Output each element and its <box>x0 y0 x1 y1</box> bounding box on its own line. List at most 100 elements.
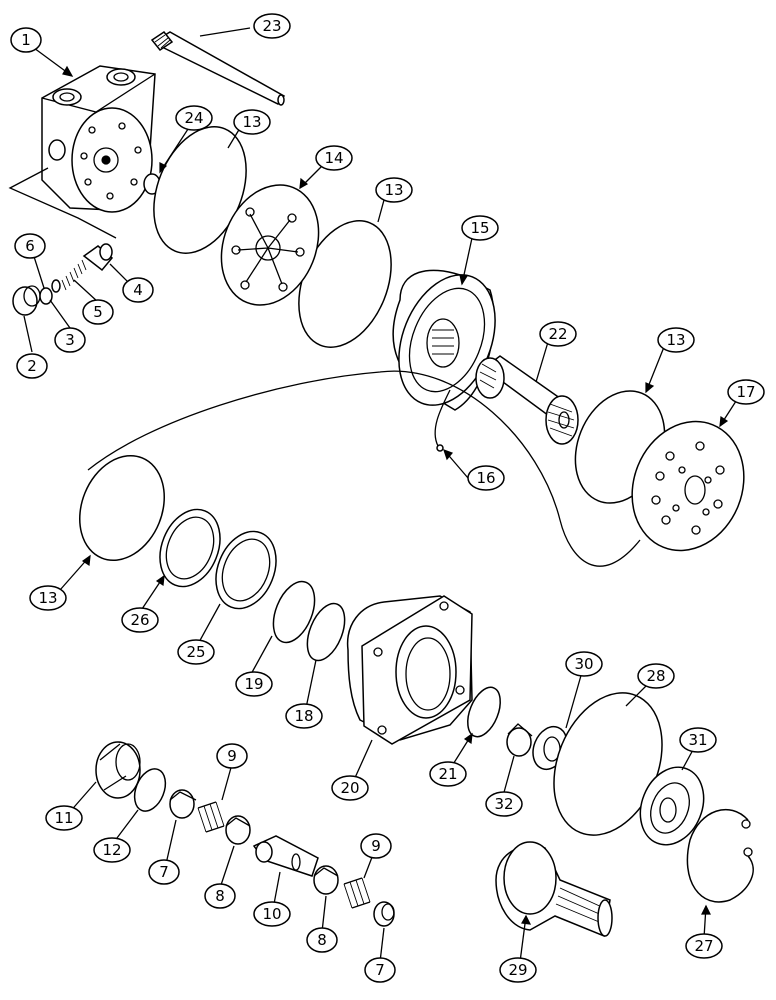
callout-27: 27 <box>685 933 723 959</box>
callout-24-label: 24 <box>184 109 203 127</box>
part-output-shaft <box>495 841 613 938</box>
callout-13a-label: 13 <box>242 113 261 131</box>
part-seal-ring-d <box>79 454 165 562</box>
callout-13a: 13 <box>233 109 271 135</box>
callout-9a: 9 <box>216 743 248 769</box>
callouts: 1 2 3 4 5 6 7 7 8 8 9 9 10 11 12 13 13 1… <box>10 13 765 983</box>
callout-5-label: 5 <box>93 303 103 321</box>
part-bearing <box>639 766 705 846</box>
part-quad-ring <box>306 602 346 662</box>
part-relief-washer <box>39 287 53 305</box>
callout-25: 25 <box>177 639 215 665</box>
part-spool <box>252 835 319 877</box>
callout-32: 32 <box>485 791 523 817</box>
callout-21-label: 21 <box>438 765 457 783</box>
callout-8b: 8 <box>306 927 338 953</box>
callout-28: 28 <box>637 663 675 689</box>
part-relief-o-ring <box>51 279 61 293</box>
callout-4-label: 4 <box>133 281 143 299</box>
callout-29-label: 29 <box>508 961 527 979</box>
callout-18-label: 18 <box>294 707 313 725</box>
part-seal-ring-a <box>153 126 247 254</box>
callout-12-label: 12 <box>102 841 121 859</box>
callout-3: 3 <box>54 327 86 353</box>
callout-13c: 13 <box>657 327 695 353</box>
callout-19-label: 19 <box>244 675 263 693</box>
callout-16-label: 16 <box>476 469 495 487</box>
callout-14-label: 14 <box>324 149 343 167</box>
callout-24: 24 <box>175 105 213 131</box>
callout-31-label: 31 <box>688 731 707 749</box>
part-roller-pin <box>436 444 444 452</box>
part-shim-washer <box>215 530 277 610</box>
part-spring-cup-b <box>373 901 395 927</box>
callout-13d: 13 <box>29 585 67 611</box>
callout-22: 22 <box>539 321 577 347</box>
callout-25-label: 25 <box>186 643 205 661</box>
callout-17-label: 17 <box>736 383 755 401</box>
part-end-plug <box>95 741 141 799</box>
part-spring-b <box>343 877 371 909</box>
callout-31: 31 <box>679 727 717 753</box>
callout-9b: 9 <box>360 833 392 859</box>
callout-5: 5 <box>82 299 114 325</box>
callout-12: 12 <box>93 837 131 863</box>
callout-30-label: 30 <box>574 655 593 673</box>
roller-lead-line <box>434 389 451 447</box>
callout-13b-label: 13 <box>384 181 403 199</box>
callout-26-label: 26 <box>130 611 149 629</box>
callout-2: 2 <box>16 353 48 379</box>
callout-20: 20 <box>331 775 369 801</box>
callout-9a-label: 9 <box>227 747 237 765</box>
part-end-plate <box>631 420 745 552</box>
part-relief-spring <box>61 259 87 291</box>
part-relief-poppet <box>82 243 114 272</box>
callout-18: 18 <box>285 703 323 729</box>
callout-17: 17 <box>727 379 765 405</box>
part-gerotor-set <box>392 269 496 411</box>
callout-29: 29 <box>499 957 537 983</box>
callout-23-label: 23 <box>262 17 281 35</box>
callout-27-label: 27 <box>694 937 713 955</box>
callout-28-label: 28 <box>646 667 665 685</box>
callout-32-label: 32 <box>494 795 513 813</box>
callout-4: 4 <box>122 277 154 303</box>
part-plug-o-ring <box>133 768 167 812</box>
callout-10: 10 <box>253 901 291 927</box>
callout-11-label: 11 <box>54 809 73 827</box>
part-bushing-b <box>313 865 339 895</box>
callout-1: 1 <box>10 27 42 53</box>
callout-7b-label: 7 <box>375 961 385 979</box>
part-spring-cup-a <box>169 789 197 819</box>
callout-2-label: 2 <box>27 357 37 375</box>
callout-10-label: 10 <box>262 905 281 923</box>
callout-11: 11 <box>45 805 83 831</box>
callout-22-label: 22 <box>548 325 567 343</box>
part-spring-a <box>197 801 225 833</box>
callout-6: 6 <box>14 233 46 259</box>
callout-13b: 13 <box>375 177 413 203</box>
callout-23: 23 <box>253 13 291 39</box>
assembly-guide-line-long <box>87 370 641 567</box>
part-backup-ring <box>272 580 316 644</box>
callout-8a: 8 <box>204 883 236 909</box>
callout-7a-label: 7 <box>159 863 169 881</box>
part-bushing <box>506 723 533 757</box>
part-bushing-a <box>225 815 251 845</box>
callout-30: 30 <box>565 651 603 677</box>
callout-7a: 7 <box>148 859 180 885</box>
callout-21: 21 <box>429 761 467 787</box>
part-thrust-washer <box>159 508 221 588</box>
callout-19: 19 <box>235 671 273 697</box>
callout-3-label: 3 <box>65 331 75 349</box>
callout-8b-label: 8 <box>317 931 327 949</box>
callout-15: 15 <box>461 215 499 241</box>
part-shaft-ring <box>467 686 501 738</box>
leader-arrowheads <box>62 65 729 925</box>
callout-8a-label: 8 <box>215 887 225 905</box>
callout-16: 16 <box>467 465 505 491</box>
callout-20-label: 20 <box>340 779 359 797</box>
callout-15-label: 15 <box>470 219 489 237</box>
callout-14: 14 <box>315 145 353 171</box>
